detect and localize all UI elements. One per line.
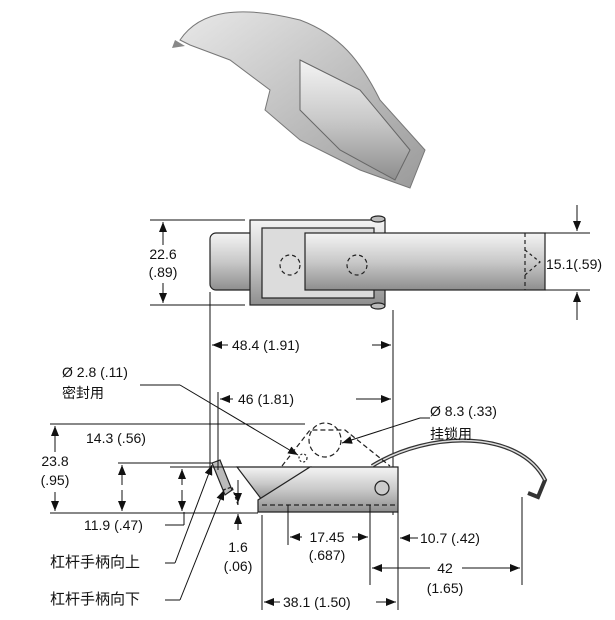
dim-11-9: 11.9 (.47) bbox=[84, 517, 143, 533]
top-view bbox=[209, 215, 546, 310]
dim-42-mm: 42 bbox=[437, 560, 453, 576]
hole-small-label: Ø 2.8 (.11) bbox=[62, 364, 128, 380]
lever-up-label: 杠杆手柄向上 bbox=[50, 554, 141, 571]
hole-small-use: 密封用 bbox=[62, 385, 104, 401]
dim-22-6-mm: 22.6 bbox=[149, 246, 177, 262]
dim-17-45-in: (.687) bbox=[308, 547, 346, 563]
dim-46: 46 (1.81) bbox=[238, 391, 295, 407]
dim-23-8-in: (.95) bbox=[40, 472, 70, 488]
dim-15-1: 15.1(.59) bbox=[546, 256, 603, 272]
side-dimensions bbox=[50, 384, 523, 610]
dim-42-in: (1.65) bbox=[426, 580, 464, 596]
hole-large-label: Ø 8.3 (.33) bbox=[430, 403, 497, 419]
hole-large-use: 挂锁用 bbox=[430, 426, 472, 442]
lever-down-label: 杠杆手柄向下 bbox=[50, 591, 141, 608]
dim-1-6-mm: 1.6 bbox=[228, 539, 248, 555]
dim-23-8-mm: 23.8 bbox=[41, 453, 69, 469]
dim-14-3: 14.3 (.56) bbox=[86, 430, 146, 446]
dim-48-4: 48.4 (1.91) bbox=[232, 337, 300, 353]
dim-1-6-in: (.06) bbox=[223, 558, 253, 574]
side-view bbox=[211, 422, 548, 513]
dim-10-7: 10.7 (.42) bbox=[420, 530, 480, 546]
dim-17-45-mm: 17.45 bbox=[309, 529, 345, 545]
latch-photo bbox=[172, 11, 426, 189]
dim-22-6-in: (.89) bbox=[148, 264, 178, 280]
dim-38-1: 38.1 (1.50) bbox=[283, 594, 351, 610]
